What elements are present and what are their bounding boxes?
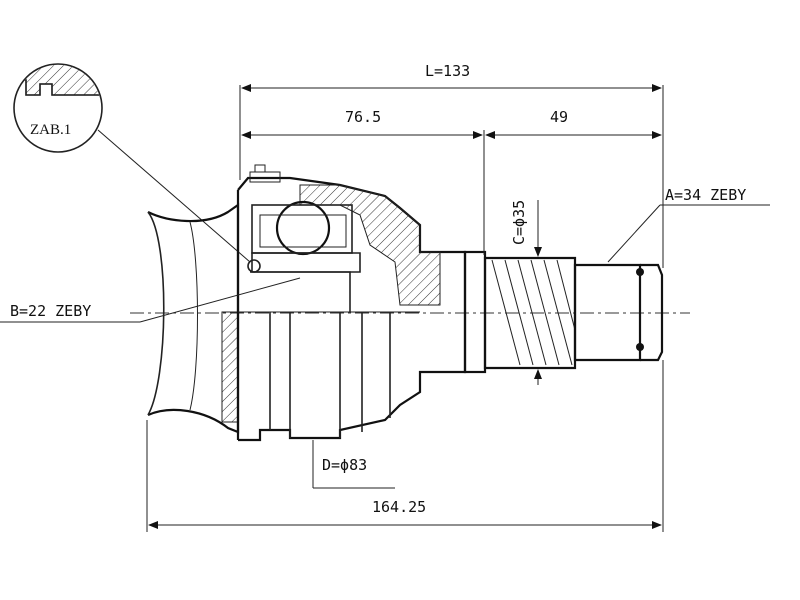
callout-outer-teeth: A=34 ZEBY xyxy=(607,186,770,263)
dim-length-total-label: L=133 xyxy=(425,62,470,80)
dim-spline-diameter-label: C=ϕ35 xyxy=(510,200,528,245)
callout-inner-teeth-label: B=22 ZEBY xyxy=(10,302,91,320)
dim-housing-diameter-label: D=ϕ83 xyxy=(322,456,367,474)
dim-length-shaft-label: 49 xyxy=(550,108,568,126)
dim-length-shaft: 49 xyxy=(485,108,662,139)
dim-length-housing: 76.5 xyxy=(241,108,485,255)
dim-spline-diameter: C=ϕ35 xyxy=(510,200,542,385)
housing-body xyxy=(236,164,467,442)
dim-housing-diameter: D=ϕ83 xyxy=(312,440,395,489)
callout-outer-teeth-label: A=34 ZEBY xyxy=(665,186,746,204)
dim-length-total: L=133 xyxy=(239,62,664,268)
dim-length-housing-label: 76.5 xyxy=(345,108,381,126)
callout-inner-teeth: B=22 ZEBY xyxy=(0,277,301,323)
dim-overall: 164.25 xyxy=(146,360,664,532)
detail-leader xyxy=(97,129,251,263)
circlip-ring xyxy=(247,259,261,273)
dim-overall-label: 164.25 xyxy=(372,498,426,516)
boot-cup xyxy=(147,202,240,434)
detail-label: ZAB.1 xyxy=(30,122,71,138)
ball-element xyxy=(275,200,331,256)
detail-zab1: ZAB.1 xyxy=(13,63,251,263)
splined-shaft xyxy=(463,250,664,374)
